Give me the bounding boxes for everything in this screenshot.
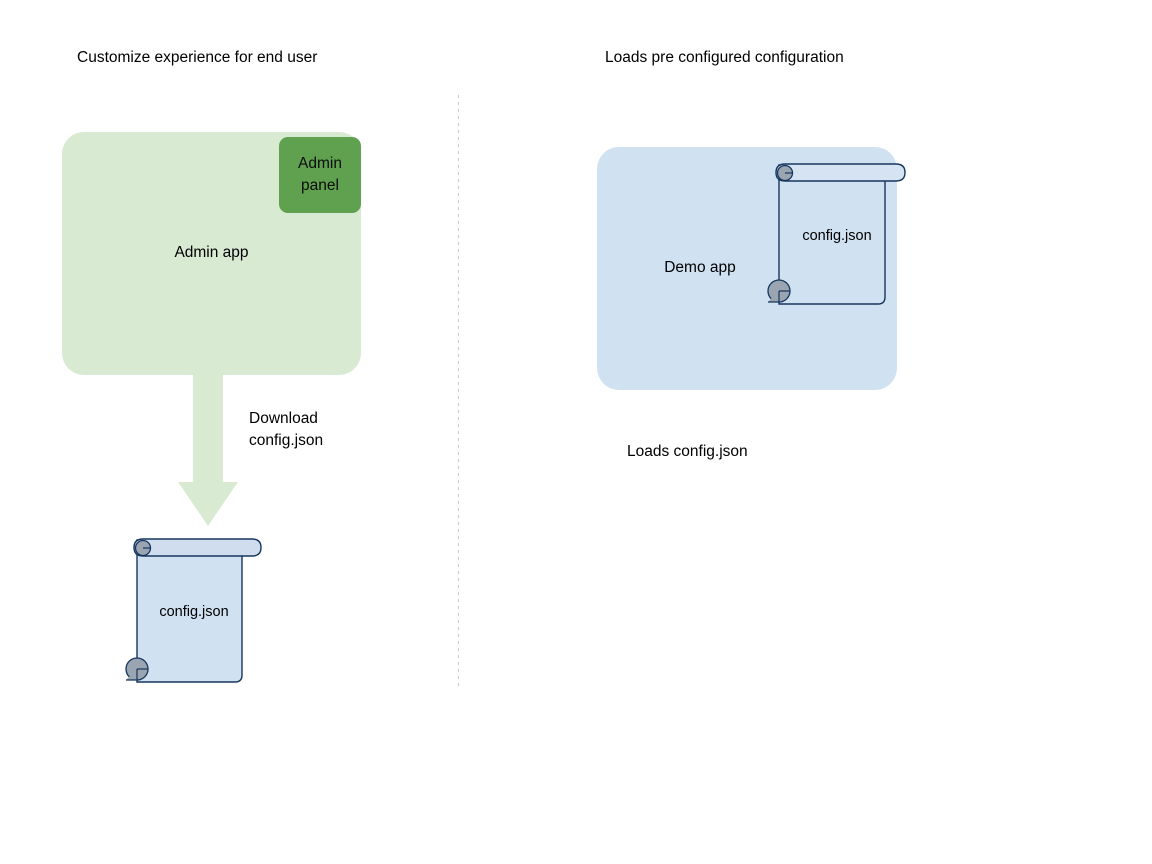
admin-panel-line2: panel [301,177,339,194]
vertical-dotted-divider [458,95,459,686]
right-column-heading: Loads pre configured configuration [605,49,844,66]
download-arrow-label-line2: config.json [249,432,324,449]
download-arrow-label-line1: Download [249,410,318,427]
config-json-document-left[interactable] [120,528,268,694]
config-json-document-left-label: config.json [159,604,229,620]
admin-panel-text: Admin panel [298,153,342,197]
left-column-heading: Customize experience for end user [77,49,318,66]
config-json-document-right-label: config.json [802,228,872,244]
config-json-document-right[interactable] [762,153,912,316]
admin-panel-line1: Admin [298,155,342,172]
loads-config-caption: Loads config.json [627,443,748,460]
download-arrow-label: Download config.json [249,408,323,452]
demo-app-label: Demo app [664,259,736,276]
admin-app-label: Admin app [174,244,249,261]
download-arrow-icon [178,374,238,526]
admin-panel-chip[interactable]: Admin panel [279,137,361,213]
